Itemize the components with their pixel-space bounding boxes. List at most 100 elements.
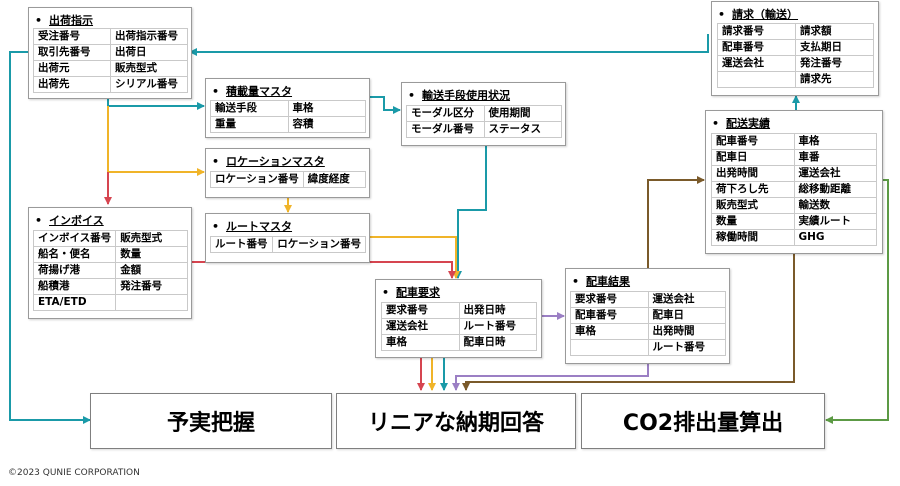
table-cell: 配車番号 [717, 39, 796, 56]
table-row: ロケーション番号緯度経度 [210, 171, 367, 188]
table-cell: ルート番号 [209, 236, 274, 253]
arrow-yuso-to-haisha [454, 144, 487, 279]
arrow-haiso-to-co2 [825, 179, 889, 424]
table-row: 船名・便名数量 [32, 246, 188, 263]
yuso-table: •輸送手段使用状況 モーダル区分使用期間モーダル番号ステータス [401, 82, 566, 146]
arrow-shukka-to-location [107, 106, 205, 176]
table-row: モーダル番号ステータス [406, 121, 562, 138]
table-row: ルート番号 [570, 339, 726, 356]
table-row: 受注番号出荷指示番号 [33, 28, 188, 45]
table-row: 配車番号支払期日 [717, 39, 874, 56]
table-title: •インボイス [35, 214, 104, 227]
table-row: 車格配車日時 [381, 334, 537, 351]
table-cell: 出発日時 [458, 302, 537, 319]
table-cell: 運送会社 [717, 55, 796, 72]
table-cell: 発注番号 [115, 278, 188, 295]
bullet-icon: • [212, 220, 220, 233]
table-row: 荷揚げ港金額 [32, 262, 188, 279]
table-title: •輸送手段使用状況 [408, 89, 511, 102]
table-row: 請求先 [717, 71, 874, 88]
table-row: 出荷元販売型式 [33, 60, 188, 77]
table-cell: 販売型式 [115, 230, 188, 247]
table-cell: シリアル番号 [110, 76, 188, 93]
table-row: インボイス番号販売型式 [32, 230, 188, 247]
table-cell: 配車番号 [711, 133, 795, 150]
table-cell: 使用期間 [483, 105, 562, 122]
table-cell: モーダル番号 [406, 121, 485, 138]
table-cell: ルート番号 [458, 318, 537, 335]
table-cell: 要求番号 [570, 291, 649, 308]
table-row: 要求番号出発日時 [381, 302, 537, 319]
table-row: 運送会社ルート番号 [381, 318, 537, 335]
arrow-kekka-to-haiso [647, 176, 705, 272]
bullet-icon: • [212, 155, 220, 168]
table-cell: 車番 [793, 149, 877, 166]
table-row: 出荷先シリアル番号 [33, 76, 188, 93]
bullet-icon: • [35, 14, 43, 27]
table-cell: インボイス番号 [32, 230, 117, 247]
arrow-sekisai-to-yuso [368, 96, 401, 114]
arrow-shukka-to-yojitsu [9, 51, 91, 424]
table-cell: 容積 [287, 116, 366, 133]
table-title: •配車要求 [382, 286, 441, 299]
table-cell: 船名・便名 [32, 246, 117, 263]
arrow-invoice-to-haisha [190, 261, 456, 279]
table-title: •ルートマスタ [212, 220, 293, 233]
table-cell: 取引先番号 [33, 44, 111, 61]
bullet-icon: • [408, 89, 416, 102]
haisha-yokyu-table: •配車要求 要求番号出発日時運送会社ルート番号車格配車日時 [375, 279, 542, 358]
table-row: ルート番号ロケーション番号 [209, 236, 366, 253]
arrow-seikyu-to-shukka [189, 34, 709, 56]
table-cell: 船積港 [32, 278, 117, 295]
table-row: 販売型式輸送数 [711, 197, 877, 214]
table-row: 取引先番号出荷日 [33, 44, 188, 61]
table-cell: 請求額 [795, 23, 874, 40]
table-cell: ロケーション番号 [210, 171, 304, 188]
table-cell: 数量 [115, 246, 188, 263]
yojitsu-box: 予実把握 [90, 393, 332, 449]
seikyu-table: •請求（輸送） 請求番号請求額配車番号支払期日運送会社発注番号請求先 [711, 1, 879, 96]
sekisai-table: •積載量マスタ 輸送手段車格重量容積 [205, 78, 370, 138]
table-row: 数量実績ルート [711, 213, 877, 230]
table-cell: モーダル区分 [406, 105, 485, 122]
table-row: モーダル区分使用期間 [406, 105, 562, 122]
table-cell: 出発時間 [711, 165, 795, 182]
table-row: 船積港発注番号 [32, 278, 188, 295]
table-cell: 車格 [287, 100, 366, 117]
table-cell: 重量 [210, 116, 289, 133]
bullet-icon: • [212, 85, 220, 98]
table-cell: 輸送手段 [210, 100, 289, 117]
table-row: 車格出発時間 [570, 323, 726, 340]
table-cell [115, 294, 188, 311]
table-cell: 受注番号 [33, 28, 111, 45]
table-cell: 運送会社 [381, 318, 460, 335]
table-cell: 数量 [711, 213, 795, 230]
table-title: •請求（輸送） [718, 8, 799, 21]
table-cell: 配車日 [711, 149, 795, 166]
table-row: 荷下ろし先総移動距離 [711, 181, 877, 198]
table-cell: 支払期日 [795, 39, 874, 56]
table-cell [570, 339, 649, 356]
bullet-icon: • [718, 8, 726, 21]
route-table: •ルートマスタ ルート番号ロケーション番号 [205, 213, 370, 263]
table-cell [717, 71, 796, 88]
linear-box: リニアな納期回答 [336, 393, 576, 449]
table-cell: 配車日時 [458, 334, 537, 351]
table-cell: 車格 [381, 334, 460, 351]
table-cell: 発注番号 [795, 55, 874, 72]
copyright-text: ©2023 QUNIE CORPORATION [8, 468, 140, 478]
table-row: 請求番号請求額 [717, 23, 874, 40]
table-cell: 荷揚げ港 [32, 262, 117, 279]
table-cell: 配車日 [647, 307, 726, 324]
table-cell: 稼働時間 [711, 229, 795, 246]
table-cell: ETA/ETD [32, 294, 117, 311]
table-cell: 出荷指示番号 [110, 28, 188, 45]
table-cell: 出荷先 [33, 76, 111, 93]
table-cell: 総移動距離 [793, 181, 877, 198]
table-cell: 販売型式 [711, 197, 795, 214]
bullet-icon: • [35, 214, 43, 227]
table-cell: 輸送数 [793, 197, 877, 214]
co2-box: CO2排出量算出 [581, 393, 825, 449]
